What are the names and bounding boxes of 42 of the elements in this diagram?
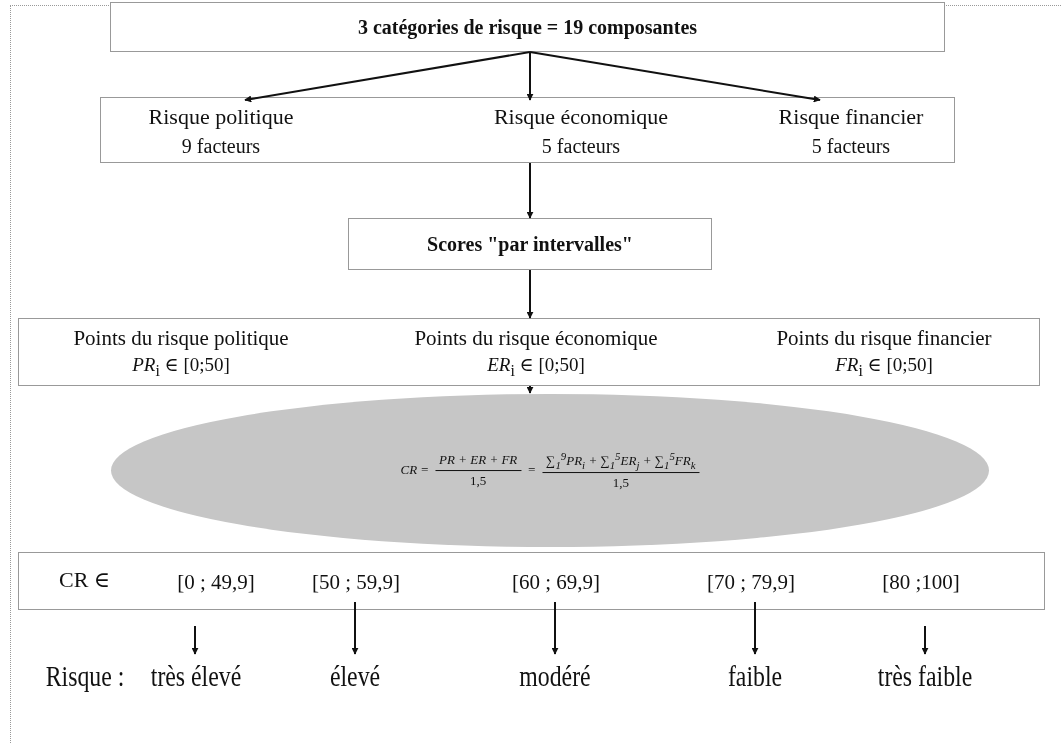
category-detail: 5 facteurs <box>811 135 891 159</box>
risk-level: faible <box>714 654 796 698</box>
category-title: Risque financier <box>778 103 924 130</box>
arrow <box>526 51 534 101</box>
score-interval: [50 ; 59,9] <box>291 561 421 603</box>
score-symbol: CR ∈ <box>59 566 111 594</box>
arrow <box>921 625 929 655</box>
score-interval: [0 ; 49,9] <box>151 561 281 603</box>
category-detail: PR$_{i}$ ∈ [0;50] <box>132 354 230 381</box>
step-title: Scores "par intervalles" <box>427 232 633 256</box>
step-box <box>348 218 712 270</box>
arrow <box>351 601 359 655</box>
category-detail: 9 facteurs <box>181 135 261 159</box>
step-box <box>100 97 955 163</box>
arrow <box>551 601 559 655</box>
score-interval: [60 ; 69,9] <box>491 561 621 603</box>
category-title: Points du risque économique <box>414 325 658 351</box>
score-interval: [80 ;100] <box>856 561 986 603</box>
category-detail: FR$_{i}$ ∈ [0;50] <box>835 354 933 381</box>
score-range-box <box>18 552 1045 610</box>
arrow <box>191 625 199 655</box>
category-title: Points du risque politique <box>73 325 289 351</box>
step-title: 3 catégories de risque = 19 composantes <box>357 15 698 39</box>
arrow <box>526 269 534 319</box>
risk-level: très élevé <box>150 654 242 698</box>
risk-level: élevé <box>314 654 396 698</box>
step-box <box>110 2 945 52</box>
category-title: Risque politique <box>148 103 294 130</box>
row-label: Risque : <box>44 658 126 694</box>
risk-level: très faible <box>867 654 983 698</box>
arrow <box>529 51 821 103</box>
arrow <box>244 51 531 103</box>
category-detail: 5 facteurs <box>541 135 621 159</box>
step-box <box>18 318 1040 386</box>
score-interval: [70 ; 79,9] <box>686 561 816 603</box>
arrow <box>526 162 534 219</box>
arrow <box>751 601 759 655</box>
arrow <box>526 385 534 394</box>
category-title: Risque économique <box>493 103 669 130</box>
category-detail: ER$_{i}$ ∈ [0;50] <box>487 354 585 381</box>
category-title: Points du risque financier <box>776 325 992 351</box>
risk-level: modéré <box>505 654 605 698</box>
